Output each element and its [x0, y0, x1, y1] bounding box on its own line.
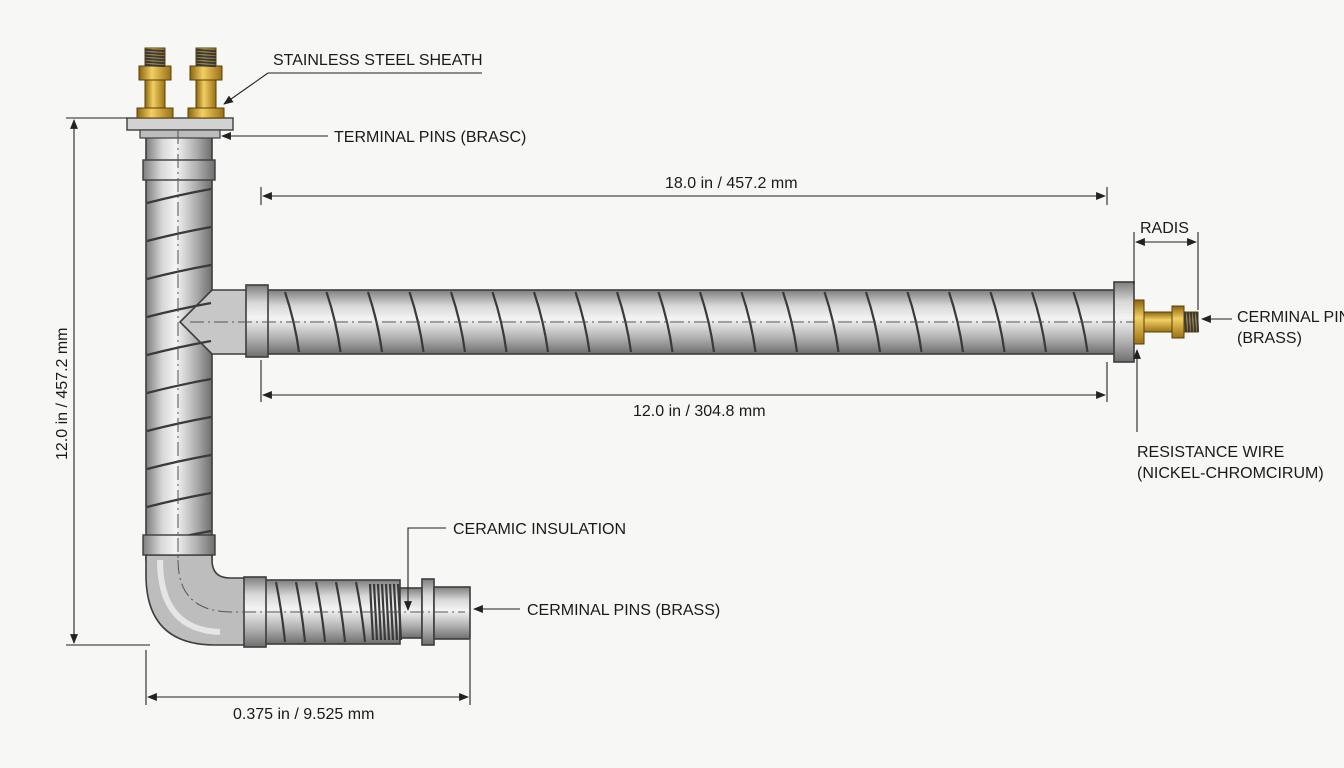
pin-thread: [144, 63, 166, 68]
horizontal-sheath-tube: [178, 281, 1135, 363]
label-resistance-wire-1: RESISTANCE WIRE: [1137, 444, 1284, 461]
thread-line: [376, 583, 383, 641]
label-terminal-pins-top: TERMINAL PINS (BRASC): [334, 129, 526, 146]
coil-turn: [491, 291, 508, 353]
pin-thread: [144, 60, 166, 65]
pin-thread: [144, 48, 166, 53]
coil-turn: [657, 291, 674, 353]
coil-turn: [146, 301, 212, 319]
coil-turn: [947, 291, 965, 353]
pin-thread: [1195, 311, 1200, 333]
dimension-vertical: [66, 117, 150, 646]
pin-thread: [144, 54, 166, 59]
coil-turn: [274, 581, 287, 643]
pin-thread: [1192, 311, 1197, 333]
dim-text-vertical: 12.0 in / 457.2 mm: [54, 327, 71, 460]
pin-thread: [195, 63, 217, 68]
vertical-sheath-tube: [145, 129, 213, 561]
pin-thread: [195, 48, 217, 53]
label-cerminal-pin-right-1: CERMINAL PIN: [1237, 309, 1344, 326]
pin-thread: [195, 60, 217, 65]
pin-thread: [144, 51, 166, 56]
coil-turn: [146, 453, 212, 471]
coil-turn: [146, 491, 212, 509]
dim-text-bottom-horizontal: 0.375 in / 9.525 mm: [233, 706, 374, 723]
coil-turn: [146, 187, 212, 205]
label-cerminal-pins-bottom: CERMINAL PINS (BRASS): [527, 602, 720, 619]
pin-thread: [1189, 311, 1194, 333]
collar-band: [142, 534, 216, 556]
collar-band: [142, 159, 216, 181]
coil-turn: [146, 415, 212, 433]
pin-thread: [144, 57, 166, 62]
dimension-radis: [1133, 232, 1199, 310]
coil-turn: [989, 291, 1006, 353]
coil-turn: [146, 377, 212, 395]
coil-turn: [146, 263, 212, 281]
center-lines: [177, 130, 1135, 613]
leader-lines: [221, 72, 1232, 613]
coil-turn: [354, 581, 367, 643]
label-ceramic-insulation: CERAMIC INSULATION: [453, 521, 626, 538]
pin-thread: [195, 51, 217, 56]
elbow-bend: [145, 554, 251, 646]
coil-turn: [146, 339, 212, 357]
dim-text-top-horizontal: 18.0 in / 457.2 mm: [665, 175, 798, 192]
label-resistance-wire-2: (NICKEL-CHROMCIRUM): [1137, 465, 1324, 482]
label-radis: RADIS: [1140, 220, 1189, 237]
coil-turn: [146, 225, 212, 243]
top-flange: [126, 117, 234, 139]
pin-thread: [195, 57, 217, 62]
label-stainless-steel-sheath: STAINLESS STEEL SHEATH: [273, 52, 483, 69]
dimension-top-horizontal: [260, 187, 1108, 205]
dim-text-mid-horizontal: 12.0 in / 304.8 mm: [633, 403, 766, 420]
thread-line: [380, 583, 387, 641]
dimension-bottom-horizontal: [145, 640, 471, 705]
pin-thread: [1183, 311, 1188, 333]
dimension-mid-horizontal: [260, 360, 1108, 402]
coil-turn: [698, 291, 716, 353]
coil-turn: [532, 291, 550, 353]
pin-thread: [1186, 311, 1191, 333]
label-cerminal-pin-right-2: (BRASS): [1237, 330, 1302, 347]
pin-thread: [195, 54, 217, 59]
top-terminal-pin-right: [187, 47, 225, 119]
